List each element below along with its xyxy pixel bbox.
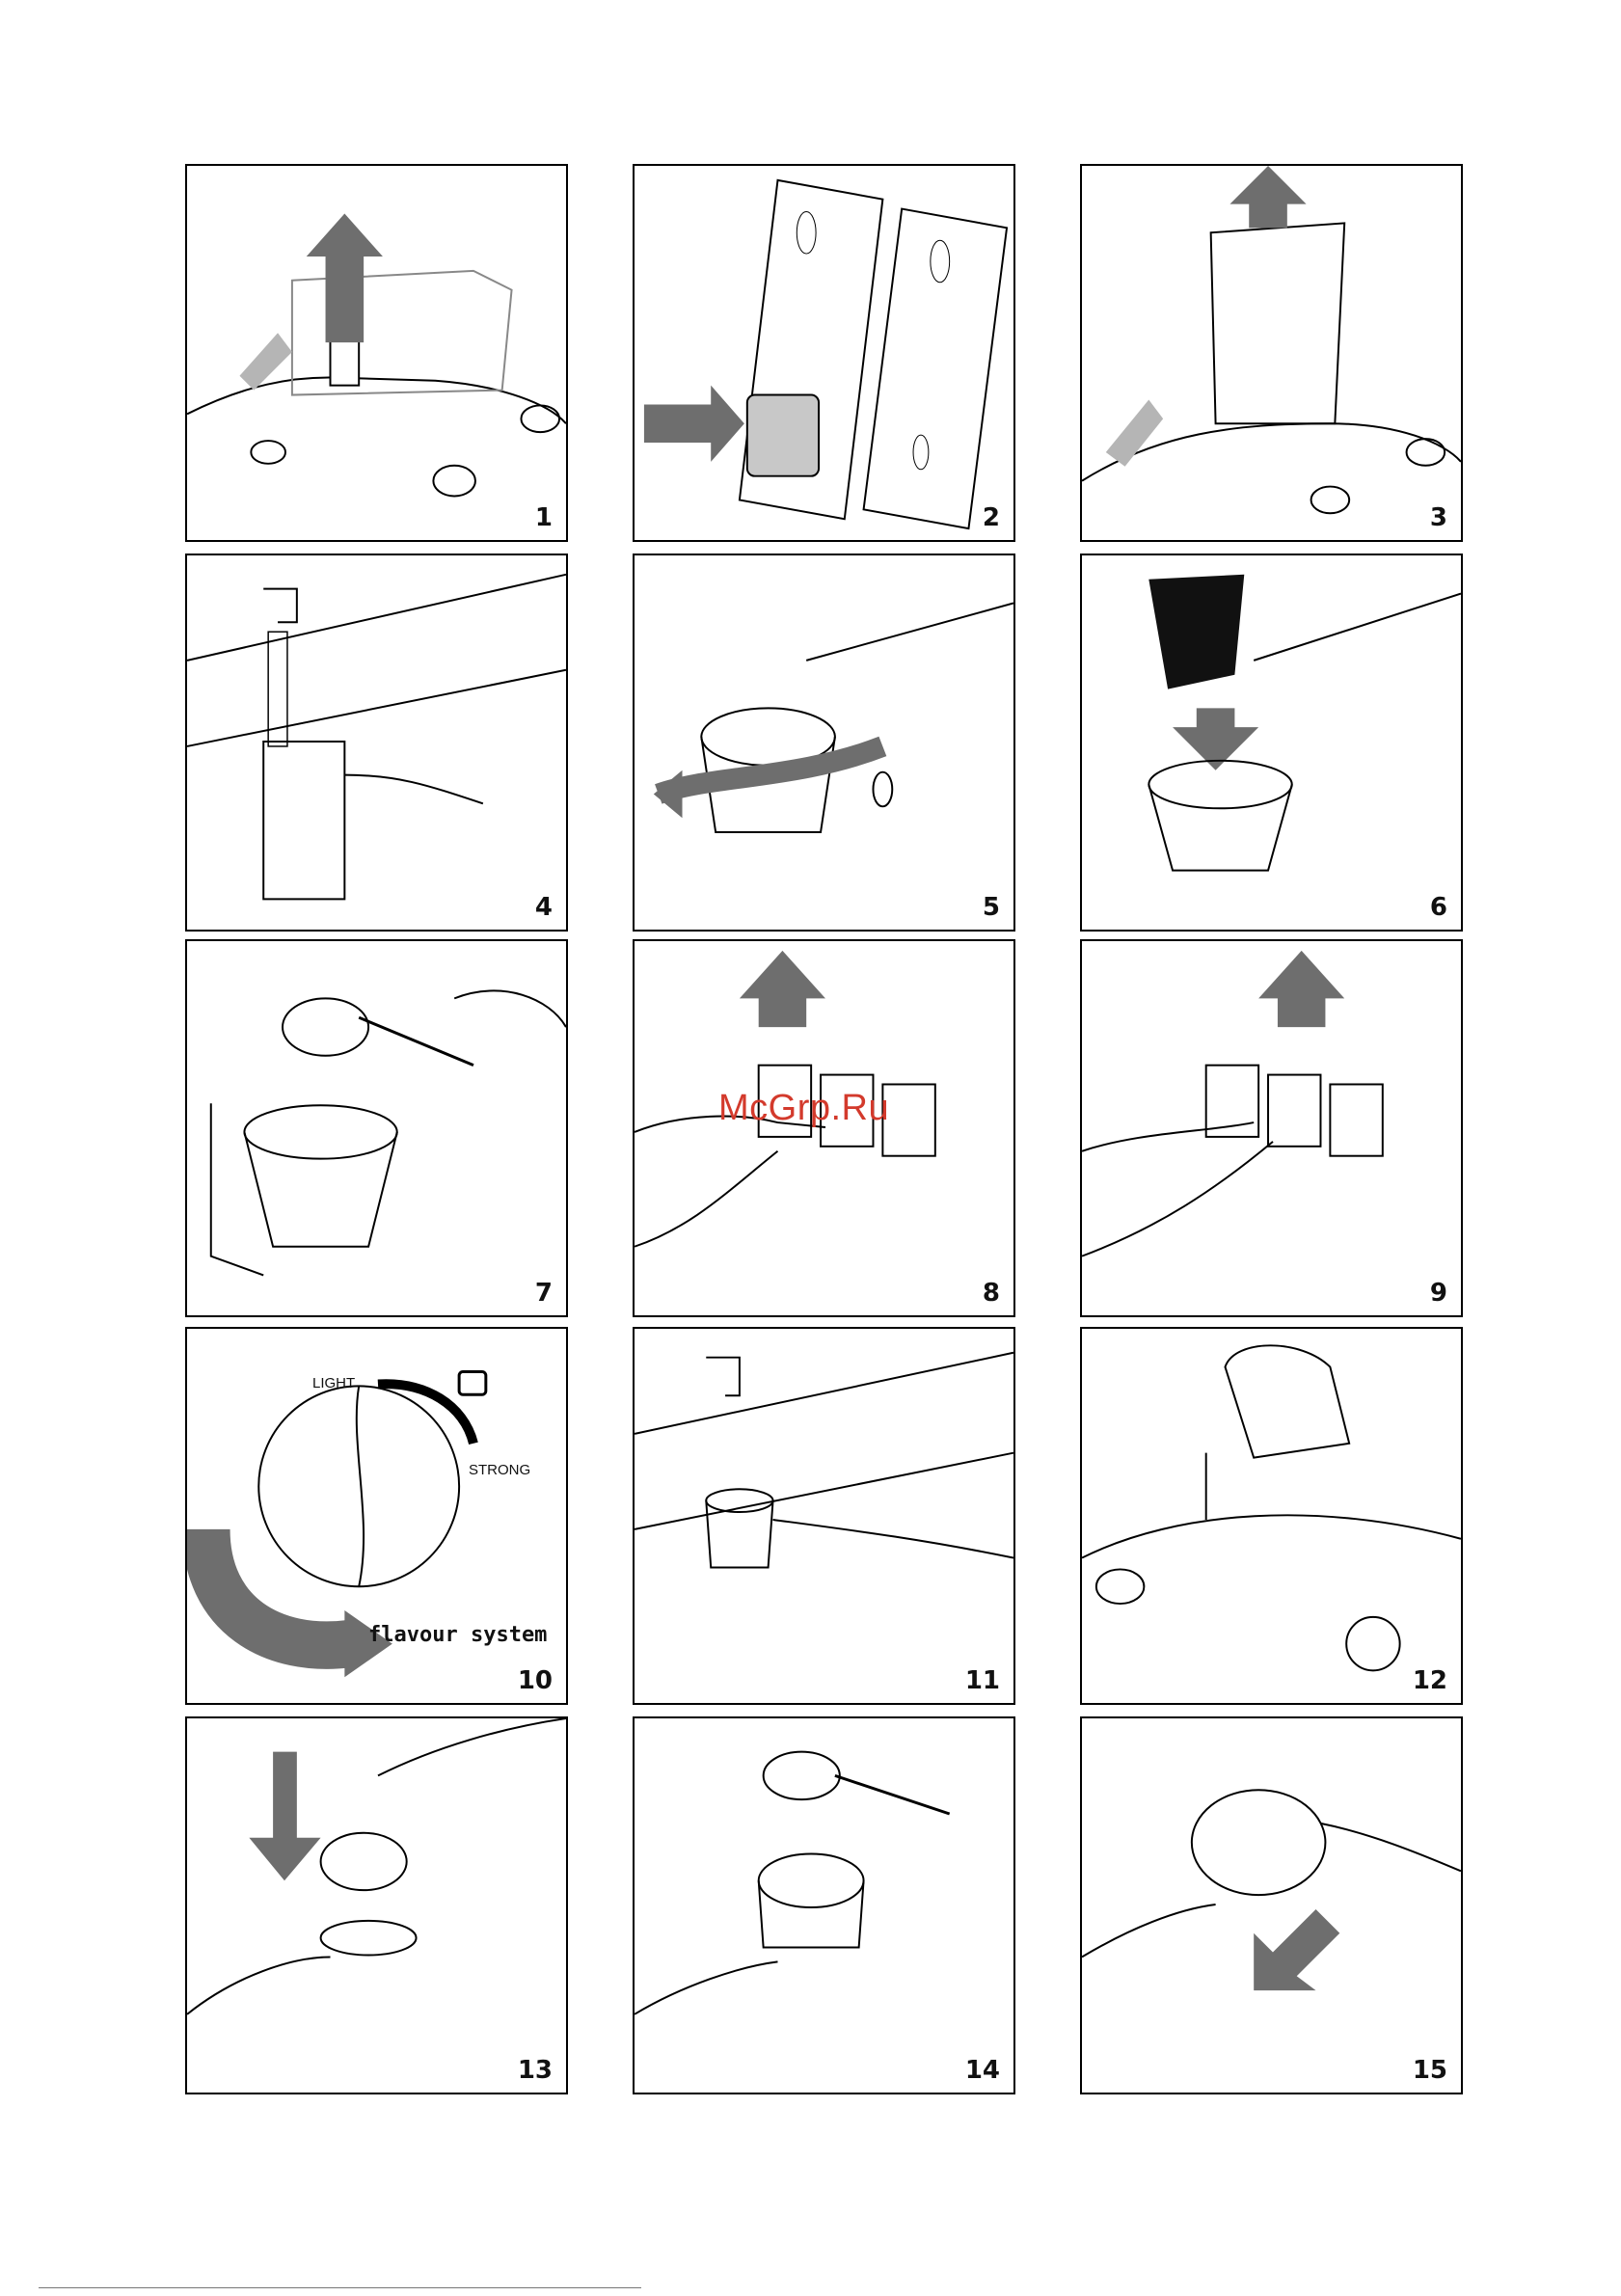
step-panel-14: 14	[633, 1716, 1015, 2094]
step-number: 13	[518, 2056, 553, 2085]
step-panel-15: 15	[1080, 1716, 1463, 2094]
step-number: 7	[535, 1279, 553, 1308]
step-panel-4: 4	[185, 554, 568, 932]
watermark-text: McGrp.Ru	[718, 1088, 889, 1129]
add-paper-filter-illustration	[1082, 555, 1461, 930]
step-panel-11: 11	[633, 1327, 1015, 1705]
step-panel-12: 12	[1080, 1327, 1463, 1705]
step-number: 8	[983, 1279, 1000, 1308]
insert-strainer-illustration	[187, 1718, 566, 2093]
step-panel-13: 13	[185, 1716, 568, 2094]
step-panel-7: 7	[185, 939, 568, 1317]
step-panel-2: 2	[633, 164, 1015, 542]
step-panel-6: 6	[1080, 554, 1463, 932]
step-number: 9	[1430, 1279, 1447, 1308]
step-number: 11	[965, 1666, 1000, 1695]
step-number: 5	[983, 893, 1000, 922]
fill-jug-at-tap-illustration	[635, 1329, 1013, 1703]
press-cups-button-illustration	[1082, 941, 1461, 1315]
step-panel-10: LIGHT STRONG flavour system 10	[185, 1327, 568, 1705]
footer-divider	[39, 2287, 641, 2288]
fill-strainer-illustration	[635, 1718, 1013, 2093]
remove-water-tank-illustration	[187, 166, 566, 540]
fill-tank-at-tap-illustration	[187, 555, 566, 930]
lift-carafe-illustration	[1082, 166, 1461, 540]
step-number: 6	[1430, 893, 1447, 922]
step-panel-1: 1	[185, 164, 568, 542]
step-number: 1	[535, 503, 553, 532]
step-number: 10	[518, 1666, 553, 1695]
step-panel-5: 5	[633, 554, 1015, 932]
step-number: 4	[535, 893, 553, 922]
strong-label: STRONG	[469, 1462, 530, 1478]
step-number: 14	[965, 2056, 1000, 2085]
step-number: 15	[1413, 2056, 1447, 2085]
filter-cartridge-illustration	[635, 166, 1013, 540]
flavour-system-caption: flavour system	[368, 1623, 547, 1647]
step-panel-9: 9	[1080, 939, 1463, 1317]
step-panel-3: 3	[1080, 164, 1463, 542]
add-ground-coffee-illustration	[187, 941, 566, 1315]
step-number: 12	[1413, 1666, 1447, 1695]
step-number: 2	[983, 503, 1000, 532]
remove-strainer-illustration	[1082, 1718, 1461, 2093]
swing-out-filter-holder-illustration	[635, 555, 1013, 930]
pour-water-into-boiler-illustration	[1082, 1329, 1461, 1703]
light-label: LIGHT	[312, 1375, 355, 1391]
step-number: 3	[1430, 503, 1447, 532]
